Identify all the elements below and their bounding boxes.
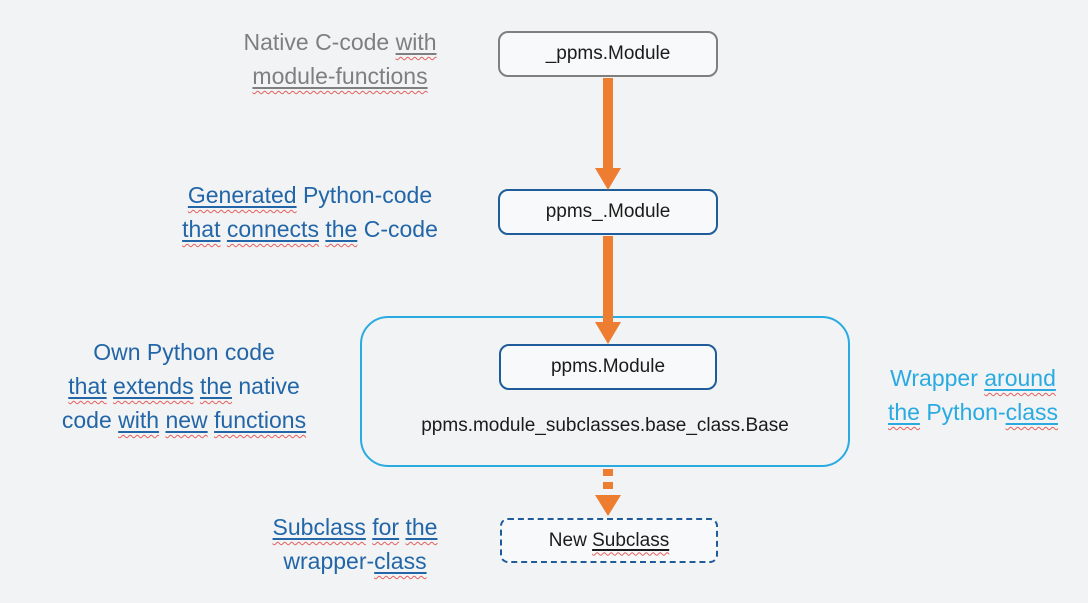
arrow-down-head-icon-2: [595, 322, 621, 344]
node-wrapper-module-box: ppms.Module: [499, 344, 717, 390]
arrow-down-shaft-2: [603, 236, 613, 323]
arrow-down-head-icon-1: [595, 168, 621, 190]
arrow-down-dotted-shaft-3: [603, 469, 613, 494]
node-generated-module-box: ppms_.Module: [498, 189, 718, 235]
node-native-module-label: _ppms.Module: [545, 43, 671, 64]
node-new-subclass-label: New Subclass: [548, 529, 670, 551]
node-wrapper-module-label: ppms.Module: [550, 356, 666, 377]
node-native-module-box: _ppms.Module: [498, 31, 718, 77]
arrow-down-head-icon-3: [595, 495, 621, 516]
node-generated-module-label: ppms_.Module: [545, 201, 671, 222]
node-new-subclass-box: New Subclass: [500, 518, 718, 563]
arrow-down-shaft-1: [603, 78, 613, 169]
text-base-class-path: ppms.module_subclasses.base_class.Base: [421, 415, 789, 436]
